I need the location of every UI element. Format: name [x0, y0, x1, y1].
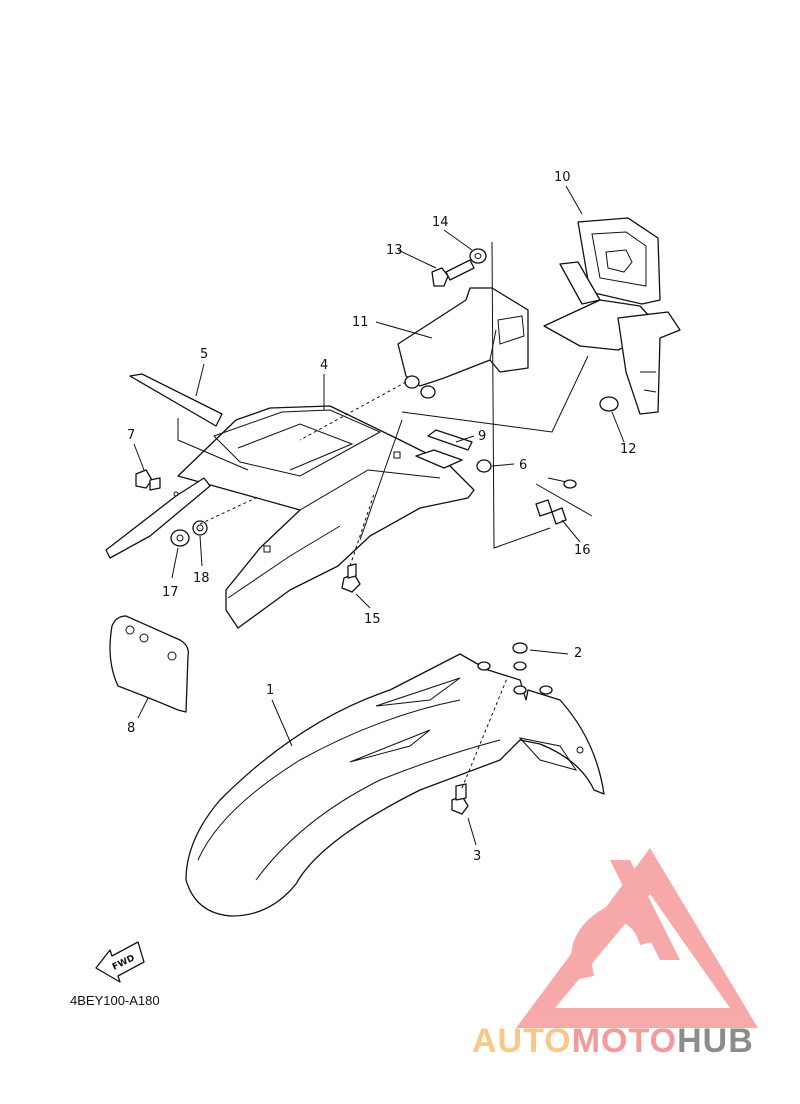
- watermark-moto: MOTO: [572, 1022, 677, 1060]
- callout-7: 7: [127, 428, 135, 443]
- washer-18: [192, 520, 208, 536]
- callout-11: 11: [352, 315, 369, 330]
- side-stay: [105, 477, 211, 559]
- front-fender: [185, 653, 605, 917]
- callout-6: 6: [519, 458, 527, 473]
- washer-2: [512, 642, 528, 654]
- bolts-16: [535, 477, 593, 525]
- strip-5: [129, 373, 223, 427]
- forward-arrow-icon: FWD: [95, 941, 145, 983]
- callout-13: 13: [386, 243, 403, 258]
- leader-lines: [133, 185, 625, 846]
- callout-17: 17: [162, 585, 179, 600]
- callout-1: 1: [266, 683, 274, 698]
- bolt-13: [431, 259, 475, 287]
- callout-labels: 1 2 3 4 5 6 7 8 9 10 11 12 13 14 15 16 1…: [127, 170, 637, 864]
- callout-3: 3: [473, 849, 481, 864]
- bolt-7: [135, 469, 161, 491]
- rear-fender: [177, 405, 475, 629]
- bolt-3: [451, 783, 469, 815]
- callout-5: 5: [200, 347, 208, 362]
- watermark-auto: AUTO: [472, 1022, 572, 1060]
- callout-10: 10: [554, 170, 571, 185]
- callout-12: 12: [620, 442, 637, 457]
- screw-15: [341, 563, 361, 593]
- callout-9: 9: [478, 429, 486, 444]
- callout-16: 16: [574, 543, 591, 558]
- number-plate: [109, 615, 189, 713]
- nut-17: [170, 529, 190, 547]
- washer-14: [469, 248, 487, 264]
- callout-18: 18: [193, 571, 210, 586]
- watermark-hub: HUB: [677, 1022, 754, 1060]
- callout-4: 4: [320, 358, 328, 373]
- callout-2: 2: [574, 646, 582, 661]
- callout-15: 15: [364, 612, 381, 627]
- license-bracket: [543, 217, 681, 415]
- drawing-code: 4BEY100-A180: [70, 993, 160, 1008]
- callout-14: 14: [432, 215, 449, 230]
- nut-6: [476, 459, 492, 473]
- watermark-logo: [516, 848, 758, 1028]
- reflector: [415, 429, 473, 469]
- callout-8: 8: [127, 721, 135, 736]
- assembly-lines: [177, 241, 589, 789]
- watermark-brand: AUTOMOTOHUB: [472, 1022, 754, 1060]
- fender-bracket: [397, 287, 529, 399]
- grommet: [599, 396, 619, 412]
